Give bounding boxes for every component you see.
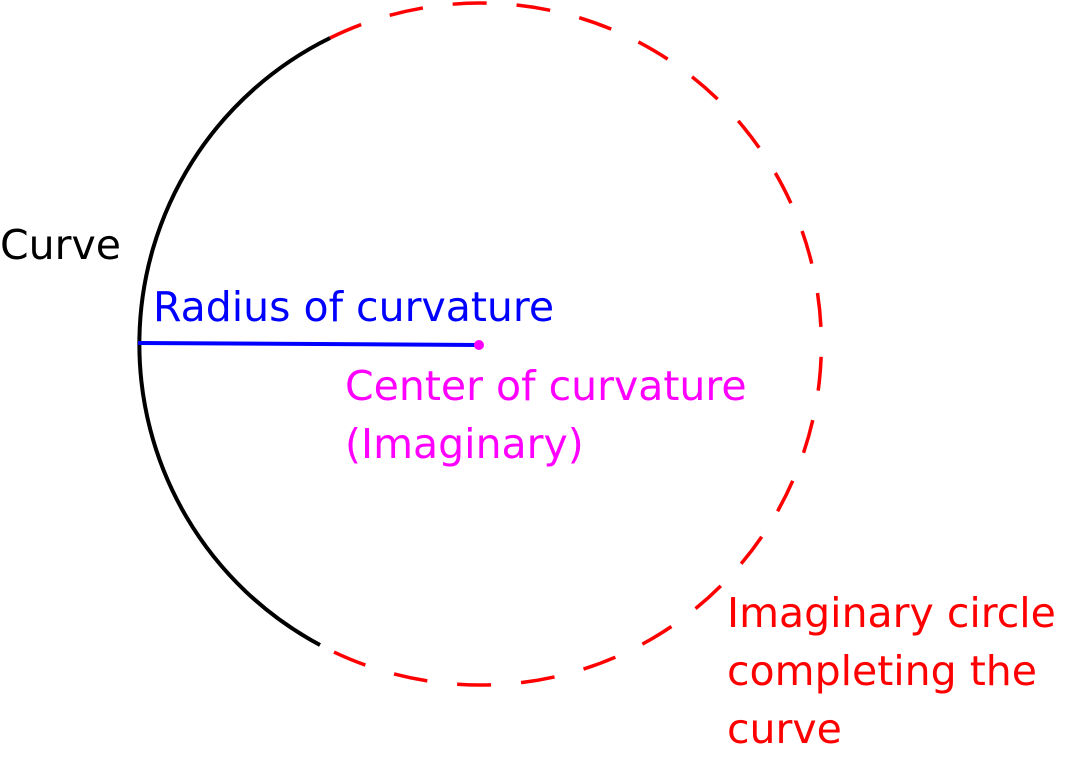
imaginary-circle-label: Imaginary circle completing the curve	[727, 584, 1056, 758]
radius-line	[137, 341, 480, 347]
center-label-line2: (Imaginary)	[345, 420, 584, 468]
center-point	[474, 340, 484, 350]
imaginary-label-line3: curve	[727, 705, 842, 753]
imaginary-circle-dashed-arc	[319, 1, 824, 687]
radius-label-text: Radius of curvature	[153, 283, 555, 331]
imaginary-label-line1: Imaginary circle	[727, 589, 1056, 637]
imaginary-label-line2: completing the	[727, 647, 1038, 695]
curve-arc	[137, 36, 331, 647]
center-label: Center of curvature (Imaginary)	[345, 357, 747, 473]
radius-label: Radius of curvature	[153, 278, 554, 336]
center-label-line1: Center of curvature	[345, 362, 747, 410]
curve-label-text: Curve	[0, 221, 121, 269]
curve-label: Curve	[0, 216, 121, 274]
